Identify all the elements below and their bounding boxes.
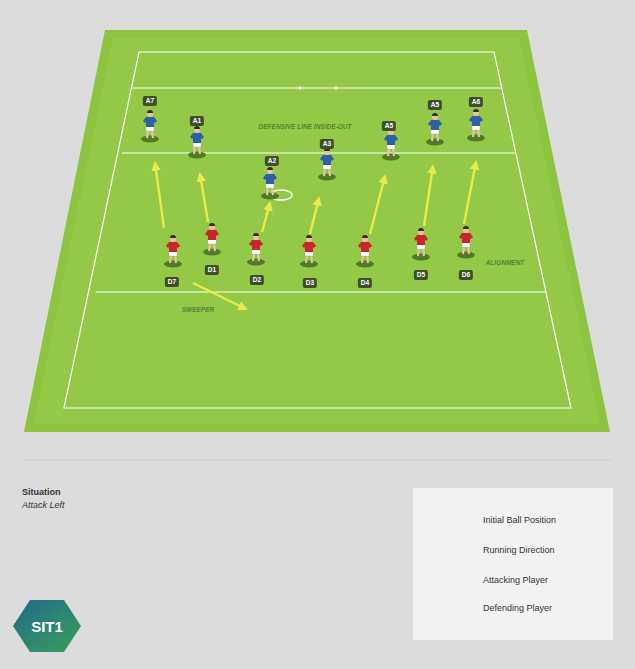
player-tag: A3 xyxy=(320,139,334,149)
defending-player xyxy=(247,233,265,266)
defending-player xyxy=(356,235,374,268)
legend-text: Initial Ball Position xyxy=(483,515,556,525)
player-tag: A5 xyxy=(428,100,442,110)
player-tag: D5 xyxy=(414,270,428,280)
defending-player xyxy=(412,228,430,261)
running-arrow xyxy=(193,283,246,309)
defending-player xyxy=(300,235,318,268)
player-tag: D7 xyxy=(165,277,179,287)
running-arrow xyxy=(310,198,319,234)
defending-player xyxy=(203,223,221,256)
legend-panel: Initial Ball PositionRunning DirectionAt… xyxy=(413,488,613,640)
running-arrow xyxy=(155,163,164,228)
player-tag: D1 xyxy=(205,265,219,275)
player-tag: A7 xyxy=(143,96,157,106)
running-arrow xyxy=(370,176,385,234)
player-tag: D6 xyxy=(459,270,473,280)
field-note: DEFENSIVE LINE INSIDE-OUT xyxy=(259,123,352,130)
running-arrow xyxy=(424,166,433,226)
attacking-player xyxy=(467,109,485,142)
running-arrow xyxy=(200,174,208,222)
pitch xyxy=(24,30,610,432)
players xyxy=(141,109,485,268)
attacking-player xyxy=(261,167,279,200)
player-tag: A1 xyxy=(190,116,204,126)
situation-text: Attack Left xyxy=(22,500,65,510)
attacking-player xyxy=(426,113,444,146)
running-arrow xyxy=(262,203,270,232)
situation-badge xyxy=(13,600,81,652)
pitch-lines xyxy=(64,52,571,408)
attacking-player xyxy=(318,148,336,181)
legend-text: Attacking Player xyxy=(483,575,548,585)
running-arrows xyxy=(155,162,476,309)
player-tag: D4 xyxy=(358,278,372,288)
situation-badge: SIT1 xyxy=(13,600,81,652)
attacking-player xyxy=(382,128,400,161)
player-tag: A6 xyxy=(469,97,483,107)
player-tag: D2 xyxy=(250,275,264,285)
running-arrow xyxy=(464,162,476,224)
field-note: SWEEPER xyxy=(182,306,215,313)
attacking-player xyxy=(141,110,159,143)
legend-text: Running Direction xyxy=(483,545,555,555)
defending-player xyxy=(164,235,182,268)
situation-text: Situation xyxy=(22,487,61,497)
field-note: ALIGNMENT xyxy=(486,259,525,266)
pitch-inner xyxy=(34,38,600,424)
player-tag: D3 xyxy=(303,278,317,288)
player-tag: A5 xyxy=(382,121,396,131)
legend-text: Defending Player xyxy=(483,603,552,613)
badge-text: SIT1 xyxy=(31,618,63,635)
player-tag: A2 xyxy=(265,156,279,166)
defending-player xyxy=(457,226,475,259)
attacking-player xyxy=(188,126,206,159)
